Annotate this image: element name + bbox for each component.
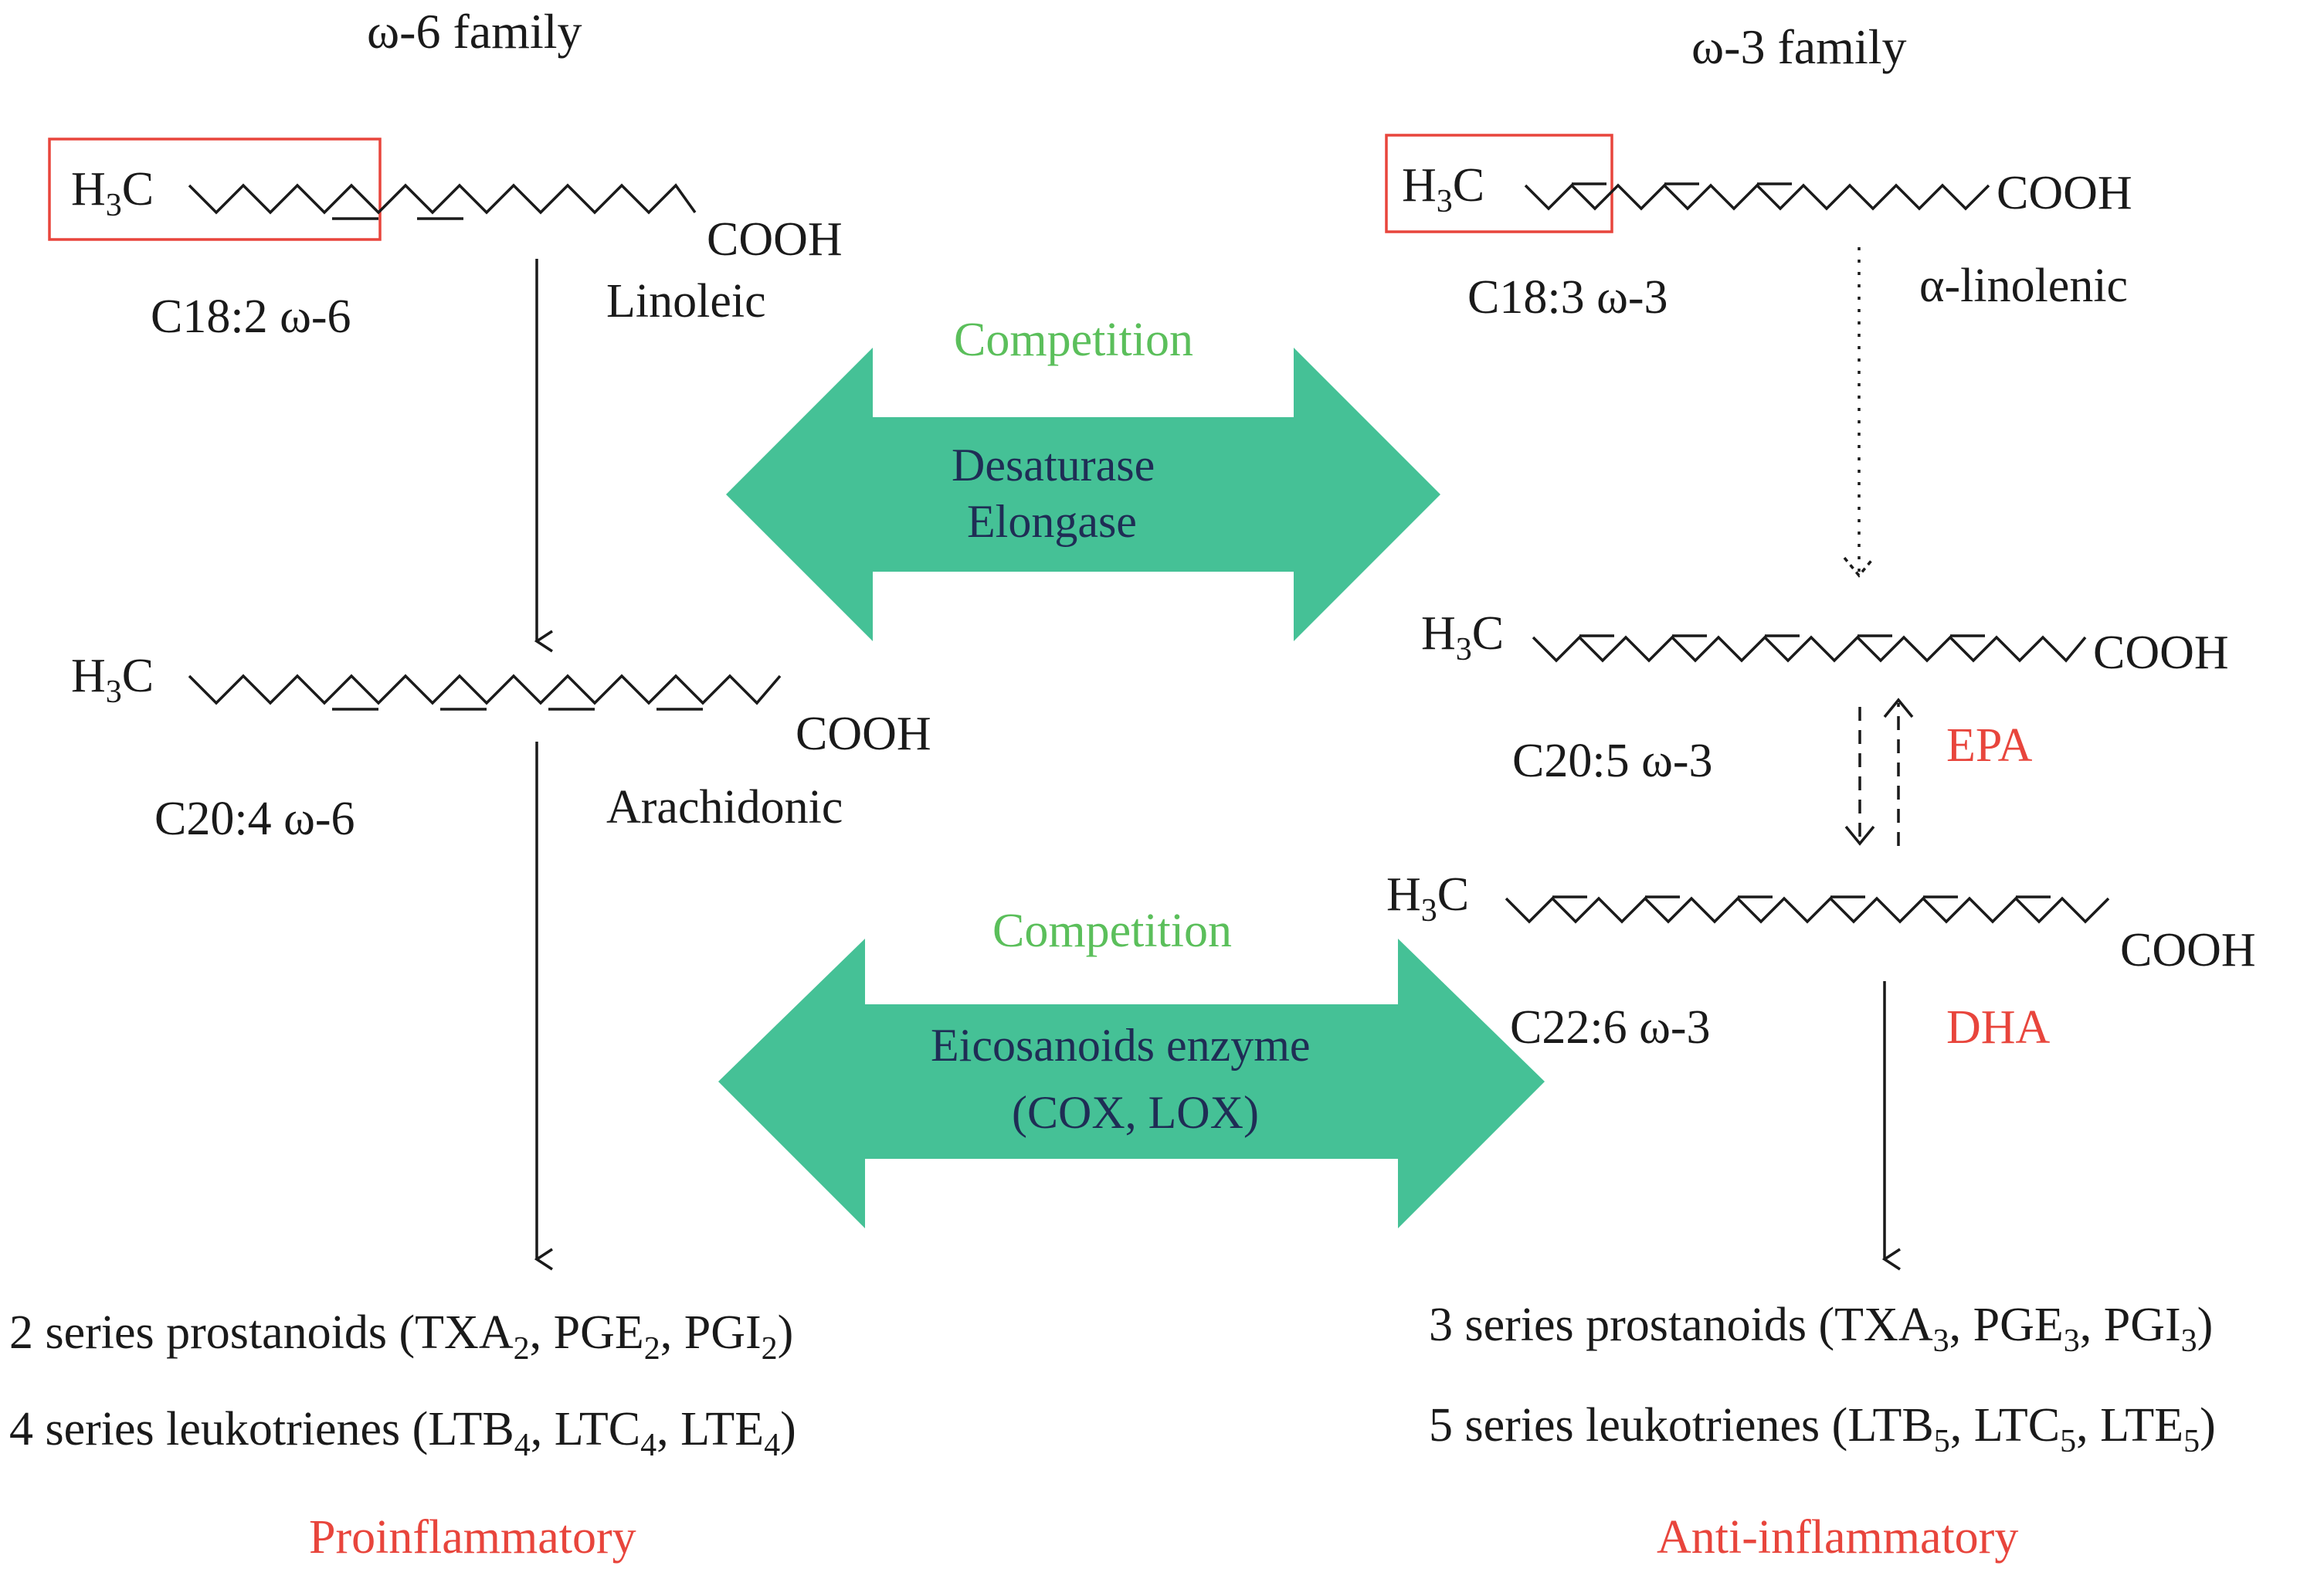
linoleic-chain xyxy=(188,183,697,220)
linoleic-h3c-label: H3C xyxy=(71,163,154,223)
competition-bottom-label: Competition xyxy=(992,905,1232,957)
omega3-outcome: Anti-inflammatory xyxy=(1657,1511,2018,1564)
epa-cooh-label: COOH xyxy=(2093,627,2229,679)
competition-bottom-double-arrow xyxy=(718,939,1545,1228)
alpha-linolenic-h3c-label: H3C xyxy=(1402,159,1484,219)
competition-bottom-enzyme-line2: (COX, LOX) xyxy=(1012,1087,1259,1138)
dha-name: DHA xyxy=(1946,1001,2051,1054)
omega3-prostanoids: 3 series prostanoids (TXA3, PGE3, PGI3) xyxy=(1429,1299,2213,1359)
competition-top-enzyme-line1: Desaturase xyxy=(952,440,1155,491)
competition-top-label: Competition xyxy=(954,314,1193,366)
omega3-family-label: ω-3 family xyxy=(1691,19,1907,74)
omega3-leukotrienes: 5 series leukotrienes (LTB5, LTC5, LTE5) xyxy=(1429,1399,2216,1459)
arachidonic-cooh-label: COOH xyxy=(796,708,931,760)
epa-h3c-label: H3C xyxy=(1421,607,1504,667)
alpha-linolenic-name: α-linolenic xyxy=(1919,260,2128,312)
linoleic-cooh-label: COOH xyxy=(707,213,843,266)
linoleic-code: C18:2 ω-6 xyxy=(151,290,351,343)
epa-chain xyxy=(1532,634,2087,663)
alpha-linolenic-chain xyxy=(1524,182,1990,211)
epa-to-dha-arrowhead xyxy=(1844,825,1875,846)
dha-cooh-label: COOH xyxy=(2120,924,2256,977)
dha-code: C22:6 ω-3 xyxy=(1510,1001,1711,1054)
epa-name: EPA xyxy=(1946,719,2033,772)
arachidonic-code: C20:4 ω-6 xyxy=(154,793,355,845)
epa-code: C20:5 ω-3 xyxy=(1512,735,1713,787)
omega6-methyl-end-highlight-box xyxy=(48,138,382,241)
omega3-methyl-end-highlight-box xyxy=(1385,134,1613,233)
competition-top-enzyme-line2: Elongase xyxy=(967,496,1137,547)
alpha-linolenic-to-epa-dotted-arrowhead xyxy=(1843,556,1875,578)
dha-chain xyxy=(1505,895,2110,924)
dha-h3c-label: H3C xyxy=(1386,868,1469,929)
alpha-linolenic-cooh-label: COOH xyxy=(1997,167,2132,219)
competition-top-double-arrow xyxy=(726,348,1440,641)
arachidonic-chain xyxy=(188,674,782,711)
omega6-outcome: Proinflammatory xyxy=(309,1511,636,1564)
linoleic-name: Linoleic xyxy=(606,275,766,328)
omega6-leukotrienes: 4 series leukotrienes (LTB4, LTC4, LTE4) xyxy=(9,1403,796,1463)
arachidonic-name: Arachidonic xyxy=(606,781,843,834)
omega6-prostanoids: 2 series prostanoids (TXA2, PGE2, PGI2) xyxy=(9,1306,793,1367)
omega6-family-label: ω-6 family xyxy=(367,4,582,59)
arachidonic-h3c-label: H3C xyxy=(71,650,154,710)
competition-bottom-enzyme-line1: Eicosanoids enzyme xyxy=(931,1020,1311,1071)
alpha-linolenic-code: C18:3 ω-3 xyxy=(1467,271,1668,324)
dha-to-epa-arrowhead xyxy=(1883,698,1914,718)
